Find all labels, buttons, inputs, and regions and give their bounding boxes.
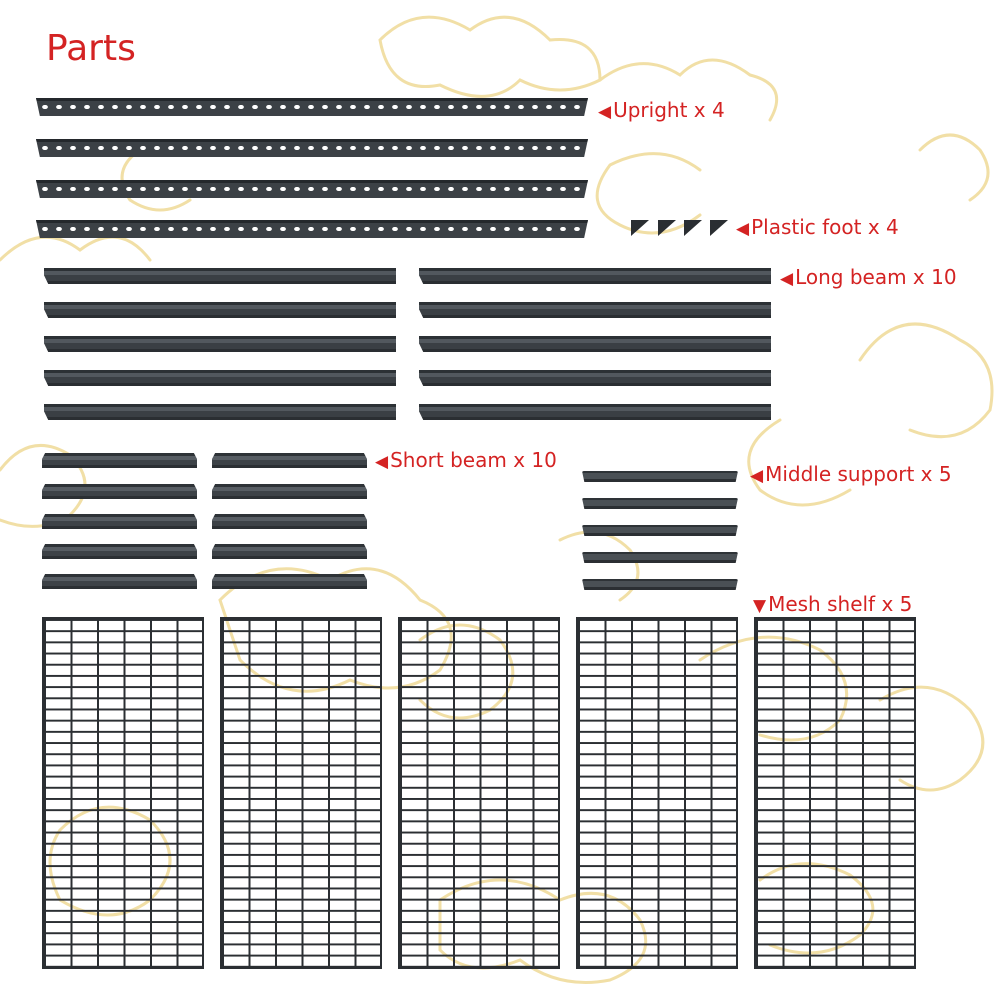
- short-beam: [42, 453, 197, 468]
- long-beam: [44, 268, 396, 284]
- down-arrow-icon: ▼: [753, 596, 767, 616]
- plastic-foot: [684, 220, 702, 236]
- plastic-foot: [631, 220, 649, 236]
- upright-bar: [36, 180, 588, 198]
- middle-support: [582, 579, 738, 590]
- left-arrow-icon: ◀: [750, 466, 764, 486]
- middle-support-label: ◀Middle support x 5: [750, 462, 952, 488]
- short-beam: [42, 544, 197, 559]
- mesh-shelf: [220, 617, 382, 969]
- middle-support-label-text: Middle support x 5: [765, 462, 952, 486]
- plastic-foot-label-text: Plastic foot x 4: [751, 215, 899, 239]
- middle-support: [582, 525, 738, 536]
- long-beam: [419, 336, 771, 352]
- plastic-foot-label: ◀Plastic foot x 4: [736, 215, 899, 241]
- upright-label-text: Upright x 4: [613, 98, 725, 122]
- mesh-shelf: [398, 617, 560, 969]
- middle-support: [582, 552, 738, 563]
- plastic-foot: [710, 220, 728, 236]
- short-beam: [42, 484, 197, 499]
- mesh-shelf: [754, 617, 916, 969]
- left-arrow-icon: ◀: [780, 269, 794, 289]
- short-beam: [212, 574, 367, 589]
- long-beam: [44, 302, 396, 318]
- long-beam: [44, 370, 396, 386]
- left-arrow-icon: ◀: [375, 452, 389, 472]
- mesh-shelf: [576, 617, 738, 969]
- short-beam-label-text: Short beam x 10: [390, 448, 557, 472]
- mesh-shelf: [42, 617, 204, 969]
- long-beam-label-text: Long beam x 10: [795, 265, 957, 289]
- middle-support: [582, 498, 738, 509]
- left-arrow-icon: ◀: [736, 219, 750, 239]
- long-beam-label: ◀Long beam x 10: [780, 265, 957, 291]
- short-beam: [212, 544, 367, 559]
- upright-bar: [36, 139, 588, 157]
- long-beam: [419, 404, 771, 420]
- mesh-shelf-label-text: Mesh shelf x 5: [768, 592, 913, 616]
- long-beam: [44, 404, 396, 420]
- short-beam: [42, 574, 197, 589]
- upright-bar: [36, 220, 588, 238]
- short-beam-label: ◀Short beam x 10: [375, 448, 557, 474]
- short-beam: [212, 514, 367, 529]
- short-beam: [212, 484, 367, 499]
- upright-label: ◀Upright x 4: [598, 98, 725, 124]
- long-beam: [44, 336, 396, 352]
- page-title: Parts: [46, 28, 136, 69]
- long-beam: [419, 370, 771, 386]
- mesh-shelf-label: ▼Mesh shelf x 5: [753, 592, 912, 618]
- left-arrow-icon: ◀: [598, 102, 612, 122]
- short-beam: [212, 453, 367, 468]
- middle-support: [582, 471, 738, 482]
- upright-bar: [36, 98, 588, 116]
- short-beam: [42, 514, 197, 529]
- long-beam: [419, 268, 771, 284]
- long-beam: [419, 302, 771, 318]
- plastic-foot: [658, 220, 676, 236]
